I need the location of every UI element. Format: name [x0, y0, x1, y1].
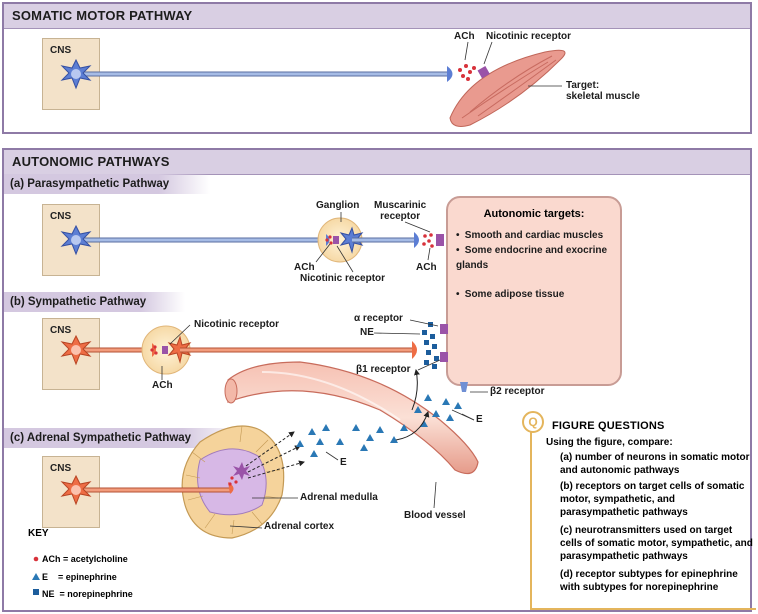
para-ach-label-1: ACh — [294, 262, 315, 273]
question-a: (a) number of neurons in somatic motor a… — [560, 452, 750, 476]
beta2-receptor — [460, 382, 468, 392]
skeletal-muscle — [449, 49, 566, 127]
beta1-receptor-label: β1 receptor — [356, 364, 411, 375]
adrenal-e-label: E — [340, 457, 347, 468]
key-ne-symbol — [33, 589, 39, 595]
autonomic-title: AUTONOMIC PATHWAYS — [4, 150, 750, 175]
cns-label: CNS — [50, 463, 72, 474]
targets-list: • Smooth and cardiac muscles • Some endo… — [456, 228, 616, 302]
ganglion-label: Ganglion — [316, 200, 360, 211]
question-b: (b) receptors on target cells of somatic… — [560, 481, 745, 518]
cns-label: CNS — [50, 325, 72, 336]
somatic-panel: SOMATIC MOTOR PATHWAY — [2, 2, 752, 134]
somatic-title: SOMATIC MOTOR PATHWAY — [4, 4, 750, 29]
alpha-receptor — [440, 324, 448, 334]
somatic-neuron — [60, 58, 453, 90]
ne-label: NE — [360, 327, 374, 338]
parasympathetic-title: (a) Parasympathetic Pathway — [4, 174, 210, 194]
adrenal-medulla-label: Adrenal medulla — [300, 492, 378, 503]
sympathetic-postganglionic — [152, 335, 417, 364]
figure-questions-title: FIGURE QUESTIONS — [552, 420, 665, 432]
sympathetic-title: (b) Sympathetic Pathway — [4, 292, 185, 312]
key-e: E = epinephrine — [42, 572, 117, 582]
targets-title: Autonomic targets: — [483, 208, 585, 220]
autonomic-targets-box: Autonomic targets: • Smooth and cardiac … — [446, 196, 622, 386]
adrenal-cortex-label: Adrenal cortex — [264, 521, 335, 532]
cns-label: CNS — [50, 211, 72, 222]
target-item: • Some endocrine and exocrine glands — [456, 245, 608, 271]
symp-ach-label: ACh — [152, 380, 173, 391]
question-icon: Q — [522, 411, 544, 433]
beta1-receptor — [440, 352, 448, 362]
key-legend: KEY ACh = acetylcholine E = epinephrine … — [28, 528, 133, 599]
key-ne: NE = norepinephrine — [42, 589, 133, 599]
ach-vesicles-adrenal — [228, 476, 238, 486]
symp-e-label: E — [476, 414, 483, 425]
symp-nicotinic-label: Nicotinic receptor — [194, 319, 280, 330]
somatic-target-label: Target: skeletal muscle — [566, 80, 640, 102]
ach-vesicles-para — [325, 233, 434, 248]
figure-questions-intro: Using the figure, compare: — [546, 437, 673, 448]
parasympathetic-preganglionic — [60, 224, 330, 256]
adrenal-title: (c) Adrenal Sympathetic Pathway — [4, 428, 242, 448]
key-ach-symbol — [33, 556, 39, 562]
muscarinic-label: Muscarinic receptor — [374, 200, 427, 222]
figure-questions-frame — [530, 418, 756, 610]
cns-label: CNS — [50, 45, 72, 56]
question-d: (d) receptor subtypes for epinephrine wi… — [560, 569, 738, 593]
alpha-receptor-label: α receptor — [354, 313, 403, 324]
beta2-receptor-label: β2 receptor — [490, 386, 545, 397]
ach-vesicles-symp — [150, 345, 158, 355]
ach-vesicles-somatic — [458, 64, 476, 81]
somatic-ach-label: ACh — [454, 31, 475, 42]
blood-vessel-label: Blood vessel — [404, 510, 466, 521]
adrenal-neuron — [60, 474, 234, 506]
autonomic-panel: AUTONOMIC PATHWAYS — [2, 148, 752, 612]
para-nicotinic-label: Nicotinic receptor — [300, 273, 386, 284]
blood-vessel — [224, 361, 479, 475]
key-ach: ACh = acetylcholine — [42, 554, 128, 564]
target-item: • Some adipose tissue — [456, 289, 565, 300]
parasympathetic-postganglionic — [326, 226, 444, 254]
adrenal-gland — [181, 425, 285, 539]
para-ach-label-2: ACh — [416, 262, 437, 273]
question-c: (c) neurotransmitters used on target cel… — [560, 525, 753, 562]
epinephrine-molecules — [296, 394, 462, 457]
key-title: KEY — [28, 528, 49, 539]
somatic-nicotinic-label: Nicotinic receptor — [486, 31, 572, 42]
sympathetic-preganglionic — [60, 334, 150, 366]
key-e-symbol — [32, 573, 40, 580]
target-item: • Smooth and cardiac muscles — [456, 230, 604, 241]
